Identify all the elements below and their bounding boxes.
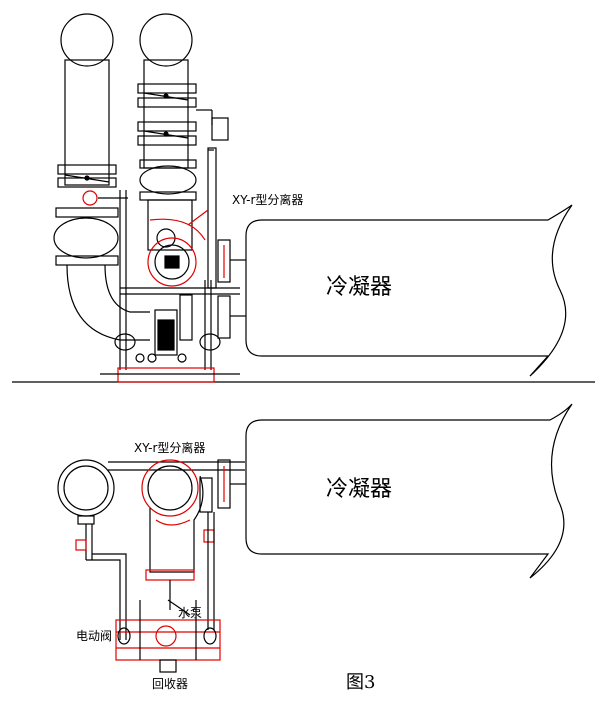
valve-label: 电动阀 xyxy=(76,629,112,643)
bottom-left-tank xyxy=(57,459,127,640)
separator-bottom xyxy=(141,459,215,630)
top-separator-label: XY-r型分离器 xyxy=(232,192,303,207)
pump-label: 水泵 xyxy=(178,606,202,620)
condenser-top xyxy=(245,204,573,377)
bottom-view xyxy=(57,403,573,673)
right-stack xyxy=(137,13,229,289)
top-piping xyxy=(100,190,240,383)
top-condenser-label: 冷凝器 xyxy=(326,275,392,300)
top-view xyxy=(12,13,595,383)
left-stack xyxy=(53,13,150,341)
top-flanges xyxy=(217,239,246,339)
bottom-condenser-label: 冷凝器 xyxy=(326,477,392,502)
bottom-separator-label: XY-r型分离器 xyxy=(134,440,205,455)
condenser-bottom xyxy=(245,403,573,579)
recovery-label: 回收器 xyxy=(152,677,188,691)
separator-top xyxy=(147,199,209,287)
bottom-manifold xyxy=(115,599,221,673)
figure-caption: 图3 xyxy=(346,672,375,693)
bottom-flanges xyxy=(217,459,246,509)
